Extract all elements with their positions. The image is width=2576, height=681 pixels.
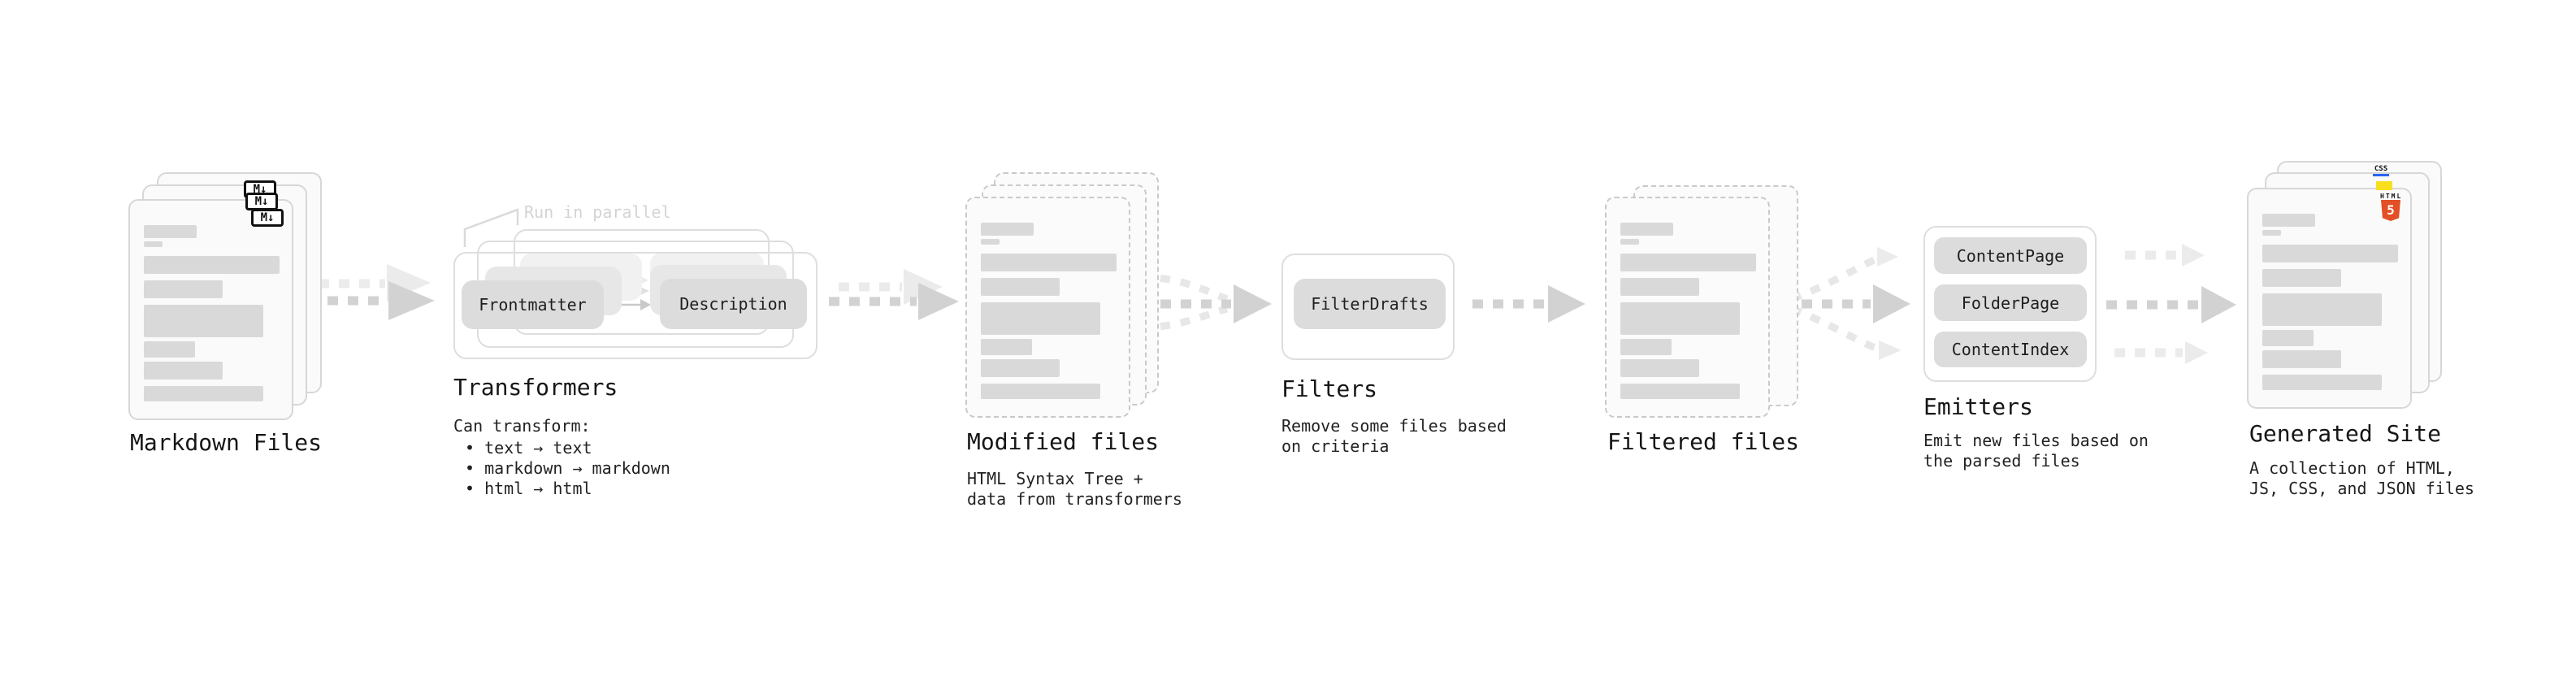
arrow-emitters-to-site-icon (2106, 244, 2236, 364)
filtered-file-card (1605, 197, 1770, 418)
text-bar (981, 302, 1100, 335)
transformers-bullet: • text → text (465, 438, 592, 458)
text-bar (144, 225, 197, 238)
text-bar (1620, 359, 1699, 377)
filtered-files-stack (1605, 185, 1800, 419)
modified-file-card (965, 197, 1130, 418)
html5-icon-label: HTML (2380, 193, 2403, 200)
transformers-label: Transformers (453, 374, 618, 401)
text-bar (144, 305, 263, 337)
text-bar (2262, 245, 2398, 262)
transformers-note-title: Can transform: (453, 416, 591, 436)
filters-label: Filters (1281, 375, 1378, 402)
text-bar (2262, 375, 2382, 390)
arrow-filtered-to-emitters-icon (1781, 247, 1910, 360)
generated-site-description: A collection of HTML, JS, CSS, and JSON … (2249, 458, 2474, 498)
text-bar (981, 339, 1032, 355)
text-bar (1620, 239, 1639, 245)
markdown-icon: M↓ (245, 193, 278, 210)
text-bar (981, 384, 1100, 399)
description-pill: Description (660, 279, 807, 329)
contentindex-pill: ContentIndex (1934, 332, 2087, 367)
filters-frame (1281, 254, 1455, 360)
modified-files-description: HTML Syntax Tree + data from transformer… (967, 469, 1182, 509)
markdown-files-stack: M↓ M↓ M↓ (128, 172, 323, 421)
transformers-bullet: • markdown → markdown (465, 458, 670, 478)
markdown-files-label: Markdown Files (130, 429, 323, 456)
markdown-icon: M↓ (251, 209, 284, 227)
text-bar (2262, 230, 2281, 236)
arrow-transformers-to-modified-icon (829, 269, 959, 320)
text-bar (144, 341, 195, 358)
js-icon (2376, 181, 2392, 190)
generated-site-label: Generated Site (2249, 420, 2442, 447)
html5-icon: HTML 5 (2380, 193, 2401, 221)
text-bar (144, 256, 280, 274)
text-bar (1620, 278, 1699, 296)
text-bar (1620, 302, 1740, 335)
text-bar (2262, 269, 2341, 287)
text-bar (2262, 330, 2314, 346)
text-bar (2262, 293, 2382, 326)
text-bar (144, 362, 223, 380)
filterdrafts-pill: FilterDrafts (1294, 279, 1446, 329)
text-bar (981, 254, 1117, 271)
text-bar (144, 280, 223, 298)
filtered-files-label: Filtered files (1607, 428, 1800, 455)
text-bar (981, 359, 1060, 377)
filters-description: Remove some files based on criteria (1281, 416, 1507, 456)
text-bar (2262, 214, 2315, 227)
transformer-frame (453, 252, 817, 359)
modified-files-label: Modified files (967, 428, 1160, 455)
html-file-card: HTML 5 (2247, 188, 2412, 409)
transformers-bullet: • html → html (465, 479, 592, 498)
contentpage-pill: ContentPage (1934, 237, 2087, 274)
html5-shield: 5 (2381, 200, 2400, 221)
generated-site-stack: CSS HTML 5 (2247, 161, 2442, 410)
text-bar (981, 223, 1034, 236)
css-icon-underline (2373, 174, 2389, 176)
markdown-file-card: M↓ (128, 199, 293, 420)
modified-files-stack (965, 172, 1160, 418)
text-bar (144, 386, 263, 401)
css-icon: CSS (2372, 166, 2390, 176)
text-bar (981, 278, 1060, 296)
folderpage-pill: FolderPage (1934, 284, 2087, 321)
text-bar (1620, 223, 1673, 236)
emitters-label: Emitters (1923, 393, 2033, 420)
text-bar (1620, 254, 1756, 271)
text-bar (144, 241, 163, 247)
emitters-description: Emit new files based on the parsed files (1923, 431, 2149, 471)
text-bar (981, 239, 1000, 245)
frontmatter-pill: Frontmatter (462, 280, 604, 329)
arrow-markdown-to-transformers-icon (307, 264, 435, 320)
text-bar (1620, 384, 1740, 399)
text-bar (1620, 339, 1672, 355)
html5-number: 5 (2387, 202, 2395, 218)
emitters-frame (1923, 226, 2097, 382)
arrow-filters-to-filtered-icon (1472, 285, 1585, 323)
css-icon-label: CSS (2374, 165, 2388, 173)
text-bar (2262, 350, 2341, 368)
run-in-parallel-note: Run in parallel (524, 202, 671, 222)
